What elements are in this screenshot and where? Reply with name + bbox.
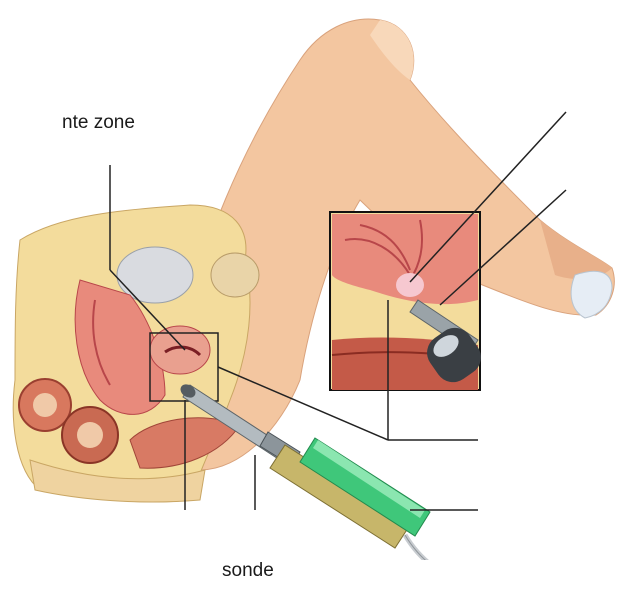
label-zone: nte zone (62, 112, 135, 134)
magnified-inset (330, 212, 488, 390)
label-sonde: sonde (222, 560, 274, 582)
